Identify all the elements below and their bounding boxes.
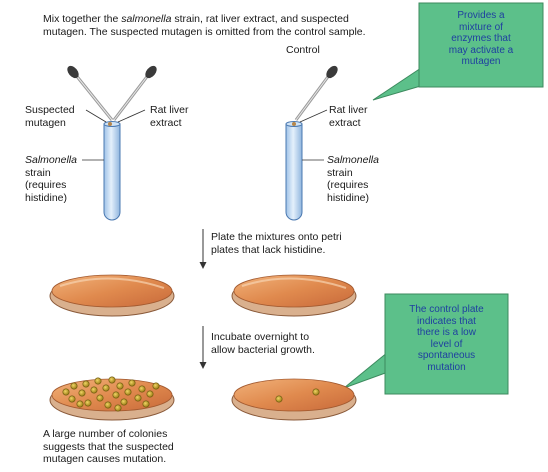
intro-line1-post: strain, rat liver extract, and suspected <box>171 13 349 25</box>
colony <box>138 385 146 393</box>
colony <box>90 386 98 394</box>
intro-text: Mix together the salmonella strain, rat … <box>43 13 373 38</box>
colony <box>152 382 160 390</box>
petri-plate-left-1 <box>49 274 175 317</box>
colony <box>94 377 102 385</box>
colony <box>146 390 154 398</box>
control-label: Control <box>286 44 320 56</box>
step-plate-text: Plate the mixtures onto petri plates tha… <box>211 231 342 256</box>
right-strain-label: Salmonella strain (requires histidine) <box>327 154 379 204</box>
colony <box>102 384 110 392</box>
right-extract-label: Rat liver extract <box>329 104 368 129</box>
intro-line1-italic: salmonella <box>121 13 172 25</box>
left-mutagen-label: Suspected mutagen <box>25 104 75 129</box>
colony <box>114 404 122 412</box>
callout-bottom-text: The control plate indicates that there i… <box>409 304 484 373</box>
step-incubate-text: Incubate overnight to allow bacterial gr… <box>211 331 315 356</box>
colony <box>68 395 76 403</box>
colony <box>96 394 104 402</box>
colony <box>84 399 92 407</box>
callout-top-box <box>372 2 544 101</box>
colony <box>312 388 320 396</box>
conclusion-text: A large number of colonies suggests that… <box>43 428 174 465</box>
callout-bottom-box <box>343 293 509 395</box>
right-test-tube <box>285 121 303 221</box>
colony <box>78 389 86 397</box>
arrow-down-1 <box>199 229 207 269</box>
colony <box>275 395 283 403</box>
colony <box>116 382 124 390</box>
left-extract-label: Rat liver extract <box>150 104 189 129</box>
left-test-tube <box>103 121 121 221</box>
colonies-many <box>62 376 160 412</box>
colony <box>70 382 78 390</box>
colonies-few <box>275 388 320 403</box>
colony <box>134 394 142 402</box>
intro-line1-pre: Mix together the <box>43 13 122 25</box>
colony <box>112 391 120 399</box>
intro-line2: mutagen. The suspected mutagen is omitte… <box>43 25 366 38</box>
petri-plate-right-1 <box>231 274 357 317</box>
colony <box>124 388 132 396</box>
colony <box>62 388 70 396</box>
callout-top-text: Provides a mixture of enzymes that may a… <box>448 10 514 67</box>
colony <box>104 401 112 409</box>
colony <box>76 400 84 408</box>
colony <box>108 376 116 384</box>
colony <box>142 400 150 408</box>
colony <box>120 398 128 406</box>
left-dropper-extract <box>112 65 157 121</box>
arrow-down-2 <box>199 326 207 369</box>
left-strain-label: Salmonella strain (requires histidine) <box>25 154 77 204</box>
colony <box>128 379 136 387</box>
petri-plate-right-2 <box>231 378 357 421</box>
right-dropper-extract <box>294 65 338 121</box>
left-dropper-mutagen <box>67 65 114 121</box>
colony <box>82 380 90 388</box>
